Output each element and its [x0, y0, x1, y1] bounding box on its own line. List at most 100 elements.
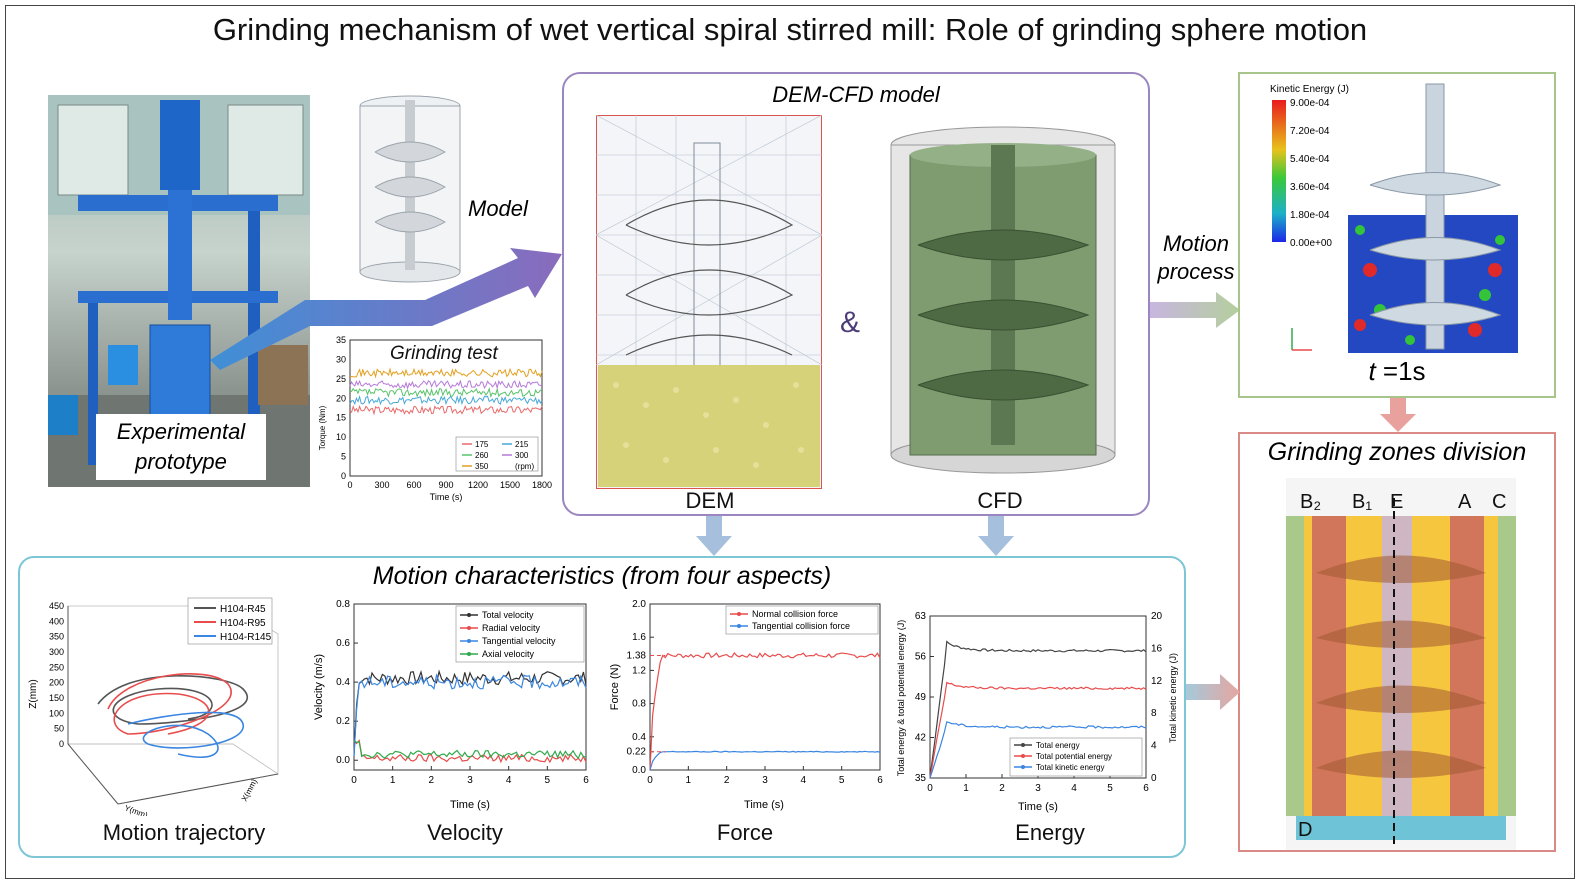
kinetic-ticks: 9.00e-047.20e-045.40e-043.60e-041.80e-04…: [1290, 98, 1332, 249]
ytick-label: 35: [915, 773, 927, 784]
xtick-label: 3: [762, 775, 768, 786]
legend-marker: [1021, 743, 1025, 747]
photo-to-model-arrow: [210, 248, 562, 370]
grinding-test-ytick: 0: [341, 471, 346, 481]
dem-mesh-illustration: [596, 115, 822, 489]
velocity-xlabel: Time (s): [450, 799, 490, 811]
legend-marker: [1021, 765, 1025, 769]
xtick-label: 1: [390, 775, 396, 786]
grinding-test-legend-item: 350: [475, 462, 489, 471]
ytick-label: 63: [915, 611, 927, 622]
ytick-label: 1.38: [627, 650, 647, 661]
xtick-label: 6: [877, 775, 883, 786]
ytick-label: 0.0: [632, 765, 646, 776]
cfd-down-arrow: [978, 516, 1014, 556]
grinding-test-ytick: 15: [336, 413, 346, 423]
energy-ylabel-right: Total kinetic energy (J): [1168, 653, 1178, 743]
ytick-label: 0.4: [632, 732, 646, 743]
ytick-label: 42: [915, 733, 927, 744]
ytick-right-label: 20: [1151, 611, 1163, 622]
kinetic-time-t: t: [1368, 356, 1376, 386]
legend-item: Tangential velocity: [482, 636, 556, 646]
series-line-3: [353, 740, 587, 760]
kinetic-time-rest: =1s: [1375, 356, 1426, 386]
xtick-label: 2: [724, 775, 730, 786]
legend-marker: [1021, 754, 1025, 758]
trajectory-zlabel: Z(mm): [28, 679, 39, 708]
trajectory-path-r145: [127, 711, 244, 758]
velocity-ylabel: Velocity (m/s): [313, 654, 325, 720]
trajectory-ztick: 200: [49, 678, 64, 688]
force-ylabel: Force (N): [609, 664, 621, 710]
series-line-1: [929, 681, 1147, 779]
legend-item: Axial velocity: [482, 649, 535, 659]
trajectory-ztick: 150: [49, 693, 64, 703]
zone-label-a: A: [1458, 491, 1472, 513]
ytick-label: 56: [915, 652, 927, 663]
series-line-0: [929, 640, 1147, 779]
trajectory-legend-item: H104-R45: [220, 604, 266, 615]
series-line-2: [929, 721, 1147, 779]
xtick-label: 6: [583, 775, 589, 786]
ytick-label: 1.6: [632, 632, 646, 643]
series-line-0: [649, 652, 881, 771]
grinding-test-xtick: 900: [438, 480, 453, 490]
xtick-label: 0: [647, 775, 653, 786]
grinding-test-ytick: 35: [336, 335, 346, 345]
xtick-label: 5: [1107, 783, 1113, 794]
legend-marker: [467, 639, 471, 643]
ytick-label: 0.0: [336, 755, 350, 766]
grinding-test-ytick: 20: [336, 393, 346, 403]
grinding-test-ytick: 30: [336, 354, 346, 364]
dem-label: DEM: [685, 488, 735, 513]
xtick-label: 1: [686, 775, 692, 786]
motion-process-line1: Motion: [1162, 231, 1230, 256]
xtick-label: 2: [429, 775, 435, 786]
dem-cfd-panel: [562, 72, 1150, 516]
grinding-test-legend-item: 300: [515, 451, 529, 460]
motion-process-arrow: [1150, 292, 1240, 328]
kinetic-tick: 7.20e-04: [1290, 126, 1330, 137]
motion-process-line2: process: [1157, 259, 1235, 284]
legend-item: Tangential collision force: [752, 621, 850, 631]
ytick-right-label: 16: [1151, 643, 1163, 654]
xtick-label: 6: [1143, 783, 1149, 794]
kinetic-tick: 1.80e-04: [1290, 210, 1330, 221]
ytick-right-label: 0: [1151, 773, 1157, 784]
zone-label-e: E: [1390, 491, 1403, 513]
ytick-label: 0.4: [336, 677, 350, 688]
grinding-test-legend-item: 260: [475, 451, 489, 460]
grinding-test-xlabel: Time (s): [430, 492, 463, 502]
ytick-right-label: 12: [1151, 676, 1163, 687]
ytick-label: 0.22: [627, 747, 647, 758]
ytick-label: 49: [915, 692, 927, 703]
model-cylinder-illustration: [359, 95, 461, 283]
series-line-1: [649, 750, 881, 771]
grinding-test-legend-item: 215: [515, 440, 529, 449]
trajectory-ztick: 350: [49, 632, 64, 642]
xtick-label: 3: [467, 775, 473, 786]
kinetic-tick: 3.60e-04: [1290, 182, 1330, 193]
photo-label-line2: prototype: [135, 449, 227, 474]
caption-velocity: Velocity: [427, 820, 503, 845]
ytick-right-label: 8: [1151, 708, 1157, 719]
xtick-label: 5: [839, 775, 845, 786]
xtick-label: 4: [801, 775, 807, 786]
legend-item: Normal collision force: [752, 609, 838, 619]
energy-chart: Total energy & total potential energy (J…: [896, 611, 1178, 813]
force-xlabel: Time (s): [744, 799, 784, 811]
legend-marker: [467, 613, 471, 617]
dem-cfd-ampersand: &: [840, 306, 861, 339]
grinding-test-xtick: 1800: [532, 480, 552, 490]
model-label: Model: [468, 196, 528, 221]
legend-marker: [467, 626, 471, 630]
zone-label-b2: B₂: [1300, 491, 1321, 513]
ytick-label: 0.6: [336, 638, 350, 649]
grinding-test-ylabel: Torque (Nm): [318, 405, 327, 450]
